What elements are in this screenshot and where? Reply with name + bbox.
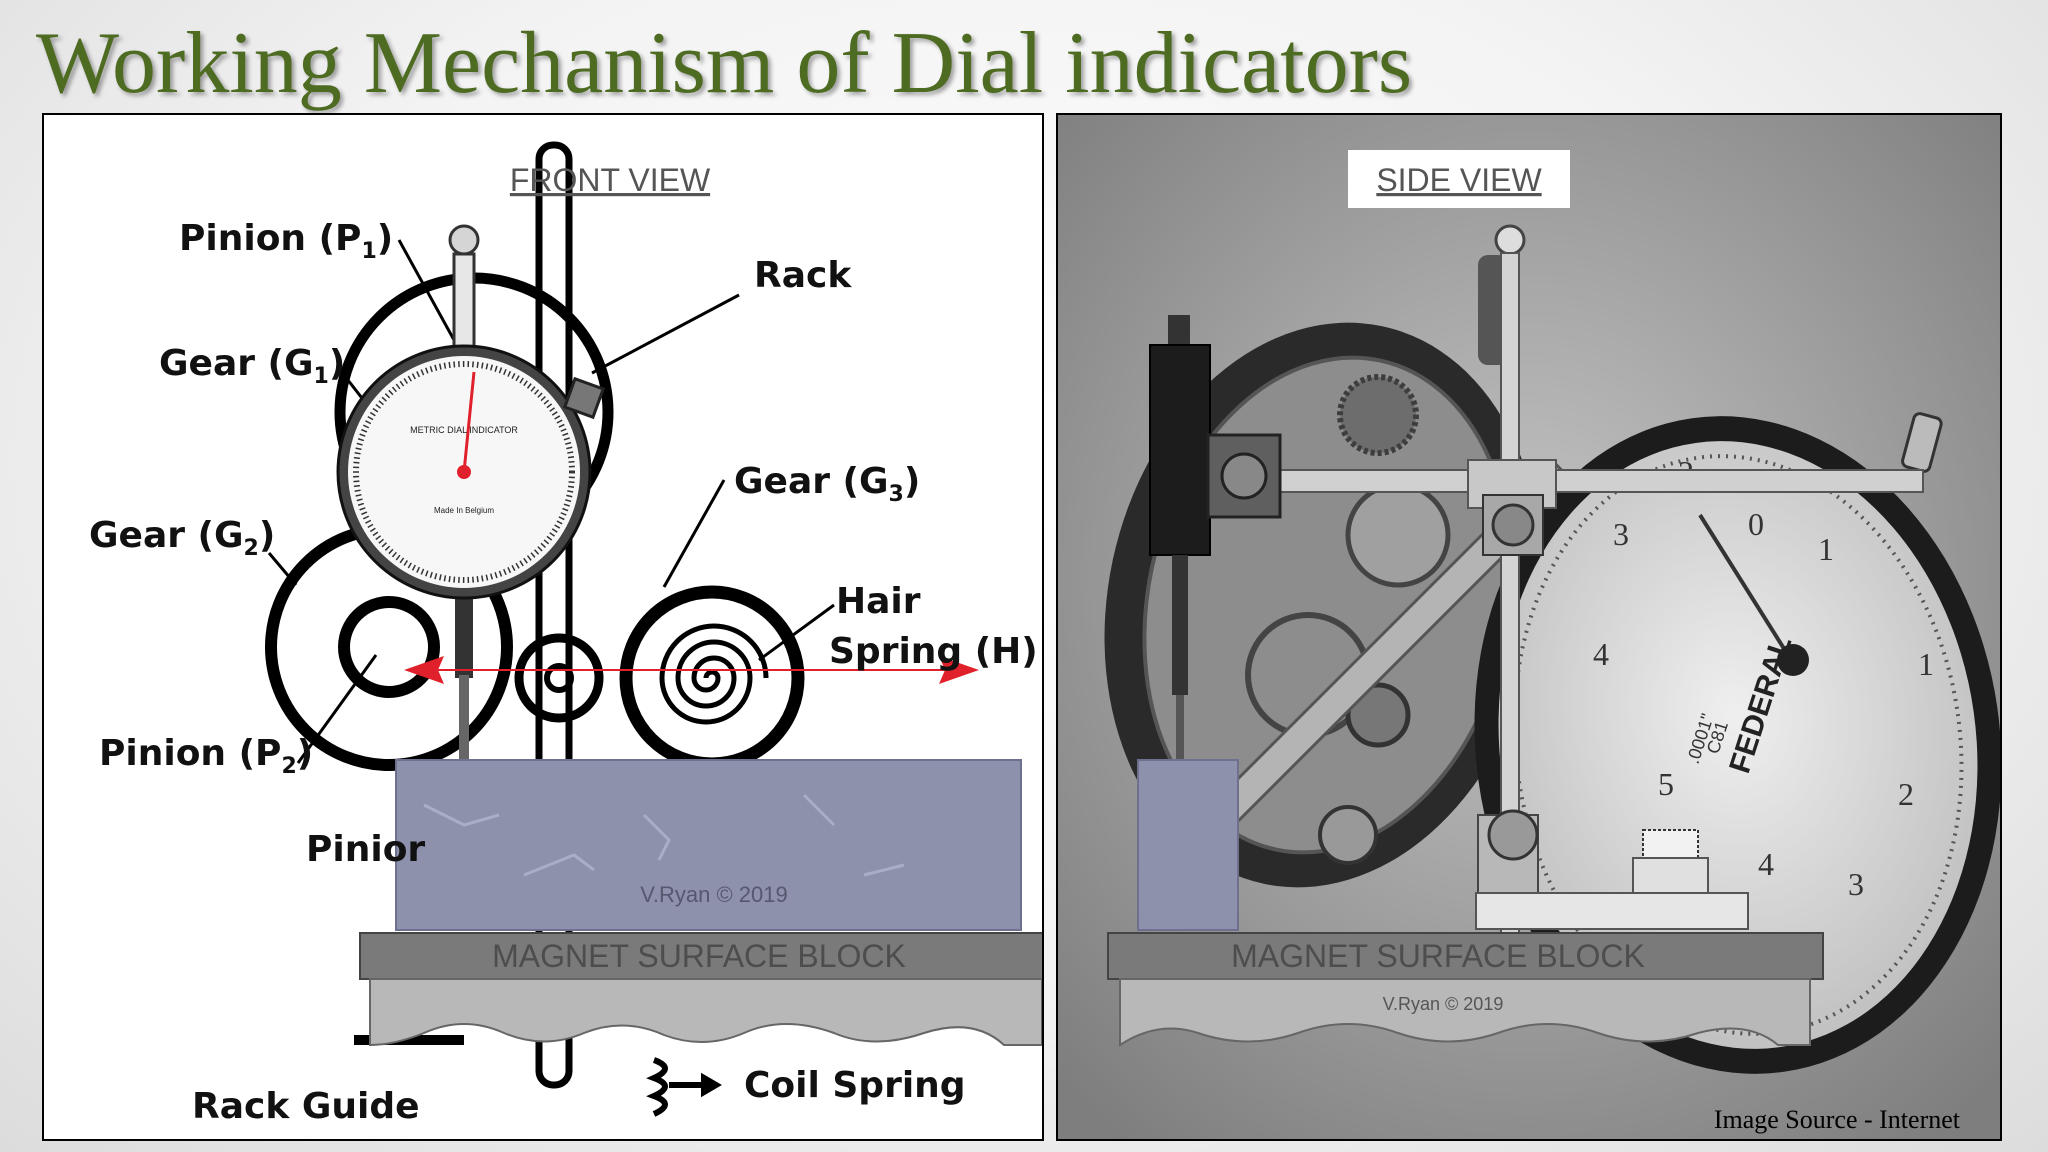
label-gear-g1: Gear (G1) (159, 343, 345, 389)
dial-number: 0 (1748, 506, 1764, 542)
label-pinion-partial: Pinior (306, 829, 425, 870)
label-hair: Hair (836, 581, 921, 622)
gear-g3-hair-spring (619, 585, 805, 771)
front-view-heading: FRONT VIEW (510, 162, 711, 198)
workpiece-block: V.Ryan © 2019 (395, 759, 1022, 931)
dial-number: 1 (1918, 646, 1934, 682)
front-view-diagram: METRIC DIAL INDICATOR Made In Belgium V.… (89, 141, 1042, 1127)
label-pinion-p1: Pinion (P1) (179, 218, 393, 264)
label-pinion-p2: Pinion (P2) (99, 733, 313, 779)
front-view-panel: METRIC DIAL INDICATOR Made In Belgium V.… (42, 113, 1044, 1141)
rack-bar (535, 141, 573, 1089)
label-coil-spring: Coil Spring (744, 1065, 966, 1106)
pinion-p2 (514, 633, 604, 723)
dial-number: 1 (1818, 531, 1834, 567)
label-gear-g2: Gear (G2) (89, 515, 275, 561)
side-base-label: MAGNET SURFACE BLOCK (1231, 938, 1645, 974)
front-watermark: V.Ryan © 2019 (640, 882, 788, 907)
label-rack-guide: Rack Guide (192, 1086, 420, 1127)
dial-indicator: METRIC DIAL INDICATOR Made In Belgium (336, 344, 606, 600)
dial-number: 4 (1758, 846, 1774, 882)
label-rack: Rack (754, 255, 852, 296)
rack-guide (354, 1035, 464, 1045)
side-view-heading-box (1348, 150, 1570, 208)
coil-spring (646, 1057, 722, 1117)
dial-face-subtext: Made In Belgium (434, 506, 494, 515)
side-view-heading: SIDE VIEW (1376, 162, 1542, 198)
side-workpiece-block (1137, 759, 1239, 931)
image-source-credit: Image Source - Internet (1713, 1105, 1960, 1134)
dial-number: 4 (1593, 636, 1609, 672)
side-view-photo: 0 1 2 3 4 5 4 3 2 1 FEDERAL C81 .0001" (1058, 115, 2000, 1139)
dial-number: 5 (1658, 766, 1674, 802)
side-view-panel: 0 1 2 3 4 5 4 3 2 1 FEDERAL C81 .0001" (1056, 113, 2002, 1141)
side-watermark: V.Ryan © 2019 (1383, 994, 1504, 1014)
label-gear-g3: Gear (G3) (734, 461, 920, 507)
magnetic-stand (1217, 224, 1924, 954)
magnet-surface-block: MAGNET SURFACE BLOCK (359, 932, 1042, 1047)
travel-arrow (404, 656, 979, 684)
label-spring-h: Spring (H) (829, 631, 1038, 672)
side-dial-indicator (1149, 315, 1282, 795)
dial-number: 3 (1848, 866, 1864, 902)
dial-number: 3 (1613, 516, 1629, 552)
dial-number: 2 (1898, 776, 1914, 812)
front-base-label: MAGNET SURFACE BLOCK (492, 938, 906, 974)
side-magnet-surface-block: MAGNET SURFACE BLOCK V.Ryan © 2019 (1107, 932, 1824, 1047)
dial-face-text: METRIC DIAL INDICATOR (410, 425, 518, 435)
slide-title: Working Mechanism of Dial indicators (36, 15, 1413, 112)
